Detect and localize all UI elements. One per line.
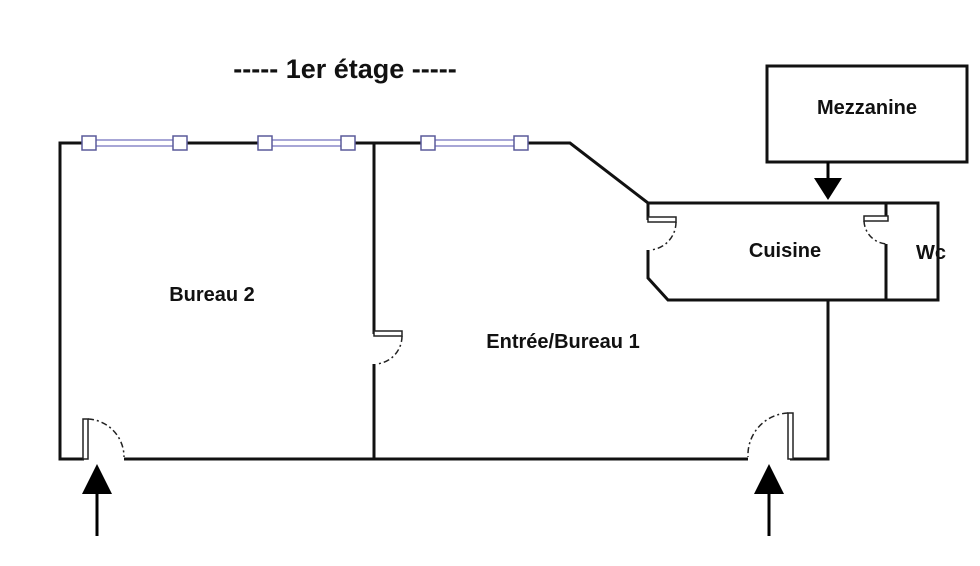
outer-wall	[58, 141, 940, 461]
window-2	[257, 135, 356, 151]
door-entree-entrance	[747, 412, 794, 463]
entrance-arrow-left	[82, 464, 112, 536]
window-3	[420, 135, 529, 151]
entrance-arrow-right	[754, 464, 784, 536]
mezzanine-box	[765, 64, 969, 164]
door-wc	[863, 215, 890, 245]
mezzanine-arrow-head	[814, 178, 842, 200]
door-bureau2-entrance	[82, 418, 125, 463]
room-label-cuisine: Cuisine	[749, 240, 821, 262]
window-1	[81, 135, 188, 151]
floor-title: ----- 1er étage -----	[233, 54, 457, 84]
door-bureau-partition	[370, 330, 403, 365]
door-kitchen	[644, 216, 677, 251]
room-label-mezzanine: Mezzanine	[817, 97, 917, 119]
room-label-bureau2: Bureau 2	[169, 284, 255, 306]
room-label-wc: Wc	[916, 242, 946, 264]
room-label-entree-bureau1: Entrée/Bureau 1	[486, 331, 639, 353]
